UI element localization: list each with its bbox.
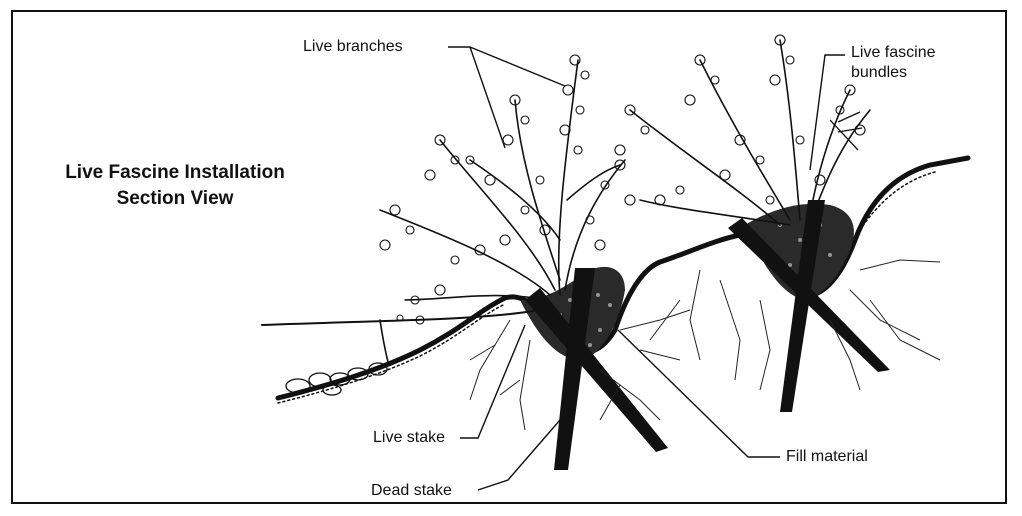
leader-fill-material: [618, 330, 780, 457]
leader-dead-stake: [478, 420, 560, 490]
label-live-fascine-line2: bundles: [851, 63, 936, 83]
label-dead-stake: Dead stake: [371, 481, 452, 501]
label-live-stake: Live stake: [373, 428, 445, 448]
roots: [470, 260, 940, 430]
title-line-1: Live Fascine Installation: [40, 160, 310, 186]
label-live-fascine-bundles: Live fascine bundles: [851, 43, 936, 83]
leader-live-branches: [448, 47, 565, 148]
label-fill-material: Fill material: [786, 447, 868, 467]
label-live-fascine-line1: Live fascine: [851, 43, 936, 63]
diagram-title: Live Fascine Installation Section View: [40, 160, 310, 212]
live-branches-right: [630, 40, 870, 225]
title-line-2: Section View: [40, 186, 310, 212]
leader-live-stake: [460, 325, 525, 438]
label-live-branches: Live branches: [303, 37, 403, 57]
